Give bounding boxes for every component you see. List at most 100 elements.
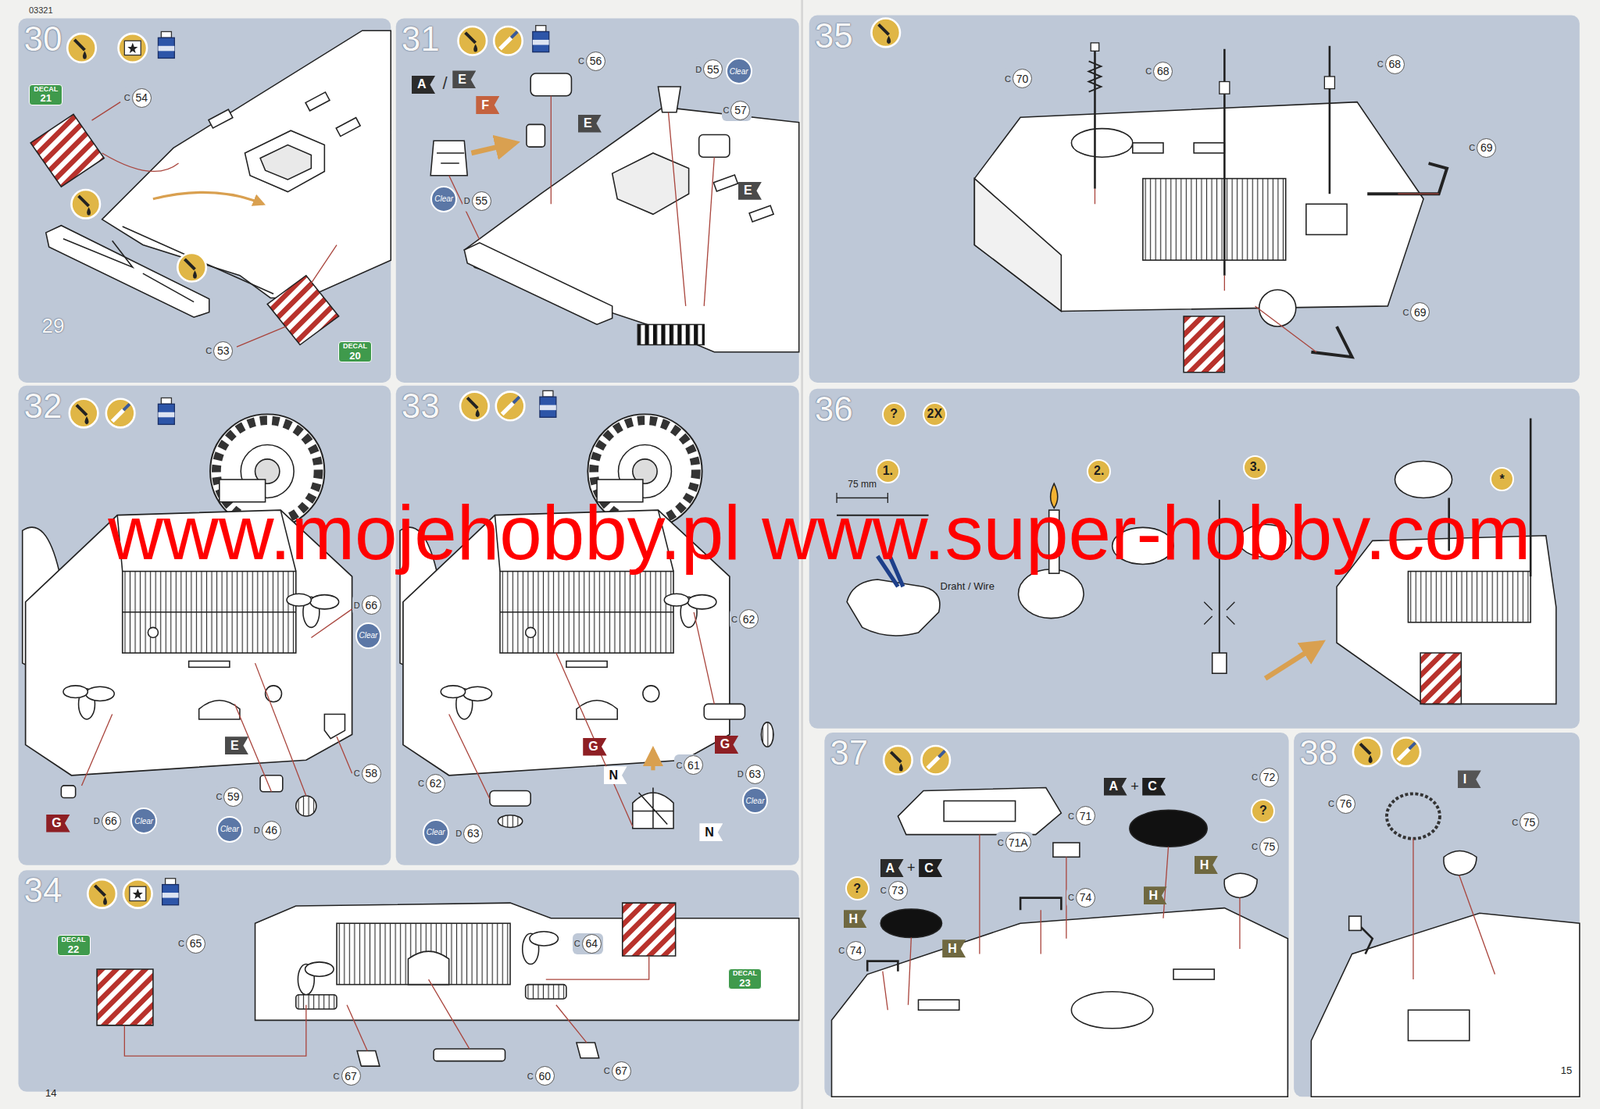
hull-drawing [657, 86, 681, 113]
step-icons [106, 399, 136, 429]
hull-drawing [22, 414, 353, 775]
hull-drawing [526, 124, 546, 147]
callout-number: 68 [1385, 54, 1405, 75]
part-prefix: C [731, 614, 738, 625]
hull-drawing [63, 239, 194, 303]
part-prefix: C [215, 792, 222, 802]
hull-drawing [1193, 142, 1225, 154]
step-panel-ground [18, 15, 1580, 1098]
callout-number: 69 [1476, 138, 1497, 158]
part-callout: C56 [576, 50, 608, 72]
hull-drawing [335, 117, 361, 137]
decal-number: 23 [739, 978, 750, 990]
info-symbol: ? [889, 407, 898, 422]
hull-drawing [1212, 653, 1227, 674]
callout-number: 74 [1075, 888, 1096, 908]
color-flag: C [1142, 778, 1166, 797]
callout-number: 66 [101, 811, 122, 832]
info-circle: 2X [922, 402, 947, 427]
clear-text: Clear [134, 817, 154, 826]
hull-drawing [244, 130, 325, 192]
step-number: 32 [24, 385, 63, 428]
part-callout: C73 [878, 880, 910, 902]
info-symbol: 1. [882, 464, 893, 479]
part-callout: D55 [693, 58, 725, 80]
hull-drawing [489, 790, 531, 807]
step-number: 30 [24, 18, 63, 61]
part-callout: C62 [729, 608, 761, 630]
callout-number: 71 [1075, 806, 1096, 826]
step-icons [1353, 737, 1383, 767]
hull-drawing [1053, 842, 1080, 858]
color-flag: N [603, 766, 628, 785]
hull-drawing [1394, 460, 1452, 498]
color-letter: A [1109, 779, 1119, 794]
leader-line [1459, 875, 1496, 975]
step-number: 34 [24, 870, 63, 912]
callout-number: 55 [471, 191, 492, 211]
callout-number: 66 [361, 595, 382, 615]
step-icons [87, 879, 117, 909]
part-prefix: C [574, 939, 581, 949]
step-panel: 30DECAL21C54C53DECAL20 [18, 18, 392, 383]
decal-badge: DECAL22 [57, 935, 91, 957]
hull-drawing [46, 225, 210, 318]
part-prefix: C [1251, 842, 1258, 852]
color-letter: A [885, 861, 896, 876]
hull-drawing [576, 1042, 600, 1059]
decal-label: DECAL [33, 85, 58, 93]
leader-line [882, 971, 889, 1011]
part-callout: D63 [453, 823, 485, 845]
color-letter: F [481, 98, 490, 113]
step-icons [921, 746, 950, 775]
info-circle: 3. [1242, 455, 1268, 480]
info-symbol: 2. [1093, 464, 1104, 479]
callout-number: 57 [730, 100, 750, 121]
hull-drawing [60, 785, 75, 799]
color-flag: E [578, 114, 602, 133]
callout-number: 63 [745, 764, 765, 785]
hull-drawing [22, 30, 1580, 1097]
part-callout: C72 [1250, 767, 1281, 789]
part-callout: C71 [1066, 805, 1097, 827]
leader-line [236, 326, 286, 347]
hull-drawing [846, 579, 940, 636]
callout-number: 69 [1410, 302, 1430, 322]
decal-number: 20 [349, 350, 361, 362]
decal-badge: DECAL21 [28, 84, 63, 106]
step-icons [69, 399, 99, 429]
leader-line [1163, 846, 1169, 918]
leader-line [92, 102, 122, 122]
color-letter: H [849, 912, 859, 927]
leader-line [255, 663, 307, 797]
color-letter: G [588, 739, 598, 754]
info-symbol: 2X [927, 407, 943, 422]
leader-line [1397, 193, 1439, 195]
part-prefix: C [578, 56, 585, 66]
step-icons [123, 879, 153, 909]
hull-drawing [296, 796, 317, 817]
decal-number: 21 [40, 92, 52, 104]
part-prefix: C [1251, 772, 1258, 783]
part-callout: D46 [252, 820, 283, 842]
callout-number: 56 [585, 51, 606, 72]
hull-drawing [1349, 916, 1362, 931]
color-flag: E [225, 736, 249, 755]
hull-drawing [1018, 569, 1085, 619]
leader-line [428, 979, 470, 1050]
hull-drawing [943, 800, 1015, 822]
color-flag: H [843, 910, 868, 929]
decal-label: DECAL [732, 970, 758, 978]
step-panel: 33C62GGC61D63ClearC62NNClearD63 [396, 385, 800, 866]
hull-drawing [1129, 810, 1208, 847]
hull-drawing [880, 909, 942, 939]
part-prefix: C [723, 105, 730, 115]
hull-drawing [1183, 316, 1225, 373]
callout-number: 59 [223, 787, 243, 808]
step-panel-ground [18, 18, 392, 383]
hull-drawing [637, 324, 704, 345]
part-prefix: D [93, 816, 100, 826]
color-flag: N [699, 823, 723, 842]
hull-drawing [1310, 913, 1580, 1097]
